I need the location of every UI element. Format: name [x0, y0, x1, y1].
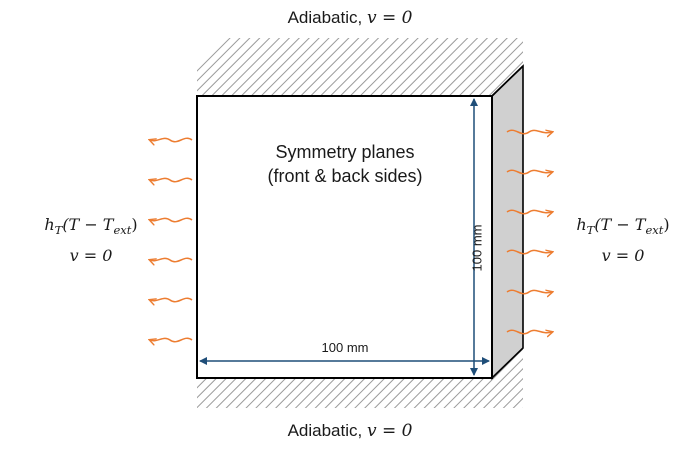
left-heat-arrow [150, 297, 193, 301]
right-velocity-condition: v = 0 [601, 246, 645, 266]
dimension-label-vertical-box: 100 mm [462, 225, 492, 272]
right-heat-arrow [506, 250, 552, 253]
block-front-face [196, 95, 493, 379]
left-heat-arrow [150, 137, 193, 141]
right-heat-arrow [506, 210, 552, 213]
left-heat-arrows [150, 137, 193, 341]
bottom-boundary-text: Adiabatic, [287, 421, 367, 440]
right-convection-term: hT(T − Text) [576, 215, 670, 238]
left-heat-arrow [150, 217, 193, 221]
top-boundary-text: Adiabatic, [287, 8, 367, 27]
symmetry-planes-label: Symmetry planes (front & back sides) [220, 140, 470, 188]
bottom-boundary-label: Adiabatic, v = 0 [0, 421, 700, 441]
top-boundary-velocity: v = 0 [366, 8, 413, 28]
block-top-edge-depth [491, 65, 524, 97]
left-boundary-condition: hT(T − Text) v = 0 [16, 212, 166, 269]
top-boundary-label: Adiabatic, v = 0 [0, 8, 700, 28]
right-boundary-condition: hT(T − Text) v = 0 [548, 212, 698, 269]
top-hatch-wall [197, 38, 523, 96]
left-heat-arrow [150, 257, 193, 261]
left-heat-arrow [150, 177, 193, 181]
symmetry-planes-line1: Symmetry planes [275, 142, 415, 162]
right-heat-arrow [506, 330, 552, 333]
bottom-boundary-velocity: v = 0 [366, 421, 413, 441]
right-heat-arrow [506, 130, 552, 133]
dimension-label-vertical: 100 mm [469, 224, 485, 272]
left-velocity-condition: v = 0 [69, 246, 113, 266]
left-heat-arrow [150, 337, 193, 341]
left-convection-term: hT(T − Text) [44, 215, 138, 238]
right-heat-arrows [506, 130, 552, 333]
right-heat-arrow [506, 170, 552, 173]
dimension-label-horizontal: 100 mm [321, 340, 369, 355]
right-heat-arrow [506, 290, 552, 293]
symmetry-planes-line2: (front & back sides) [267, 166, 423, 186]
